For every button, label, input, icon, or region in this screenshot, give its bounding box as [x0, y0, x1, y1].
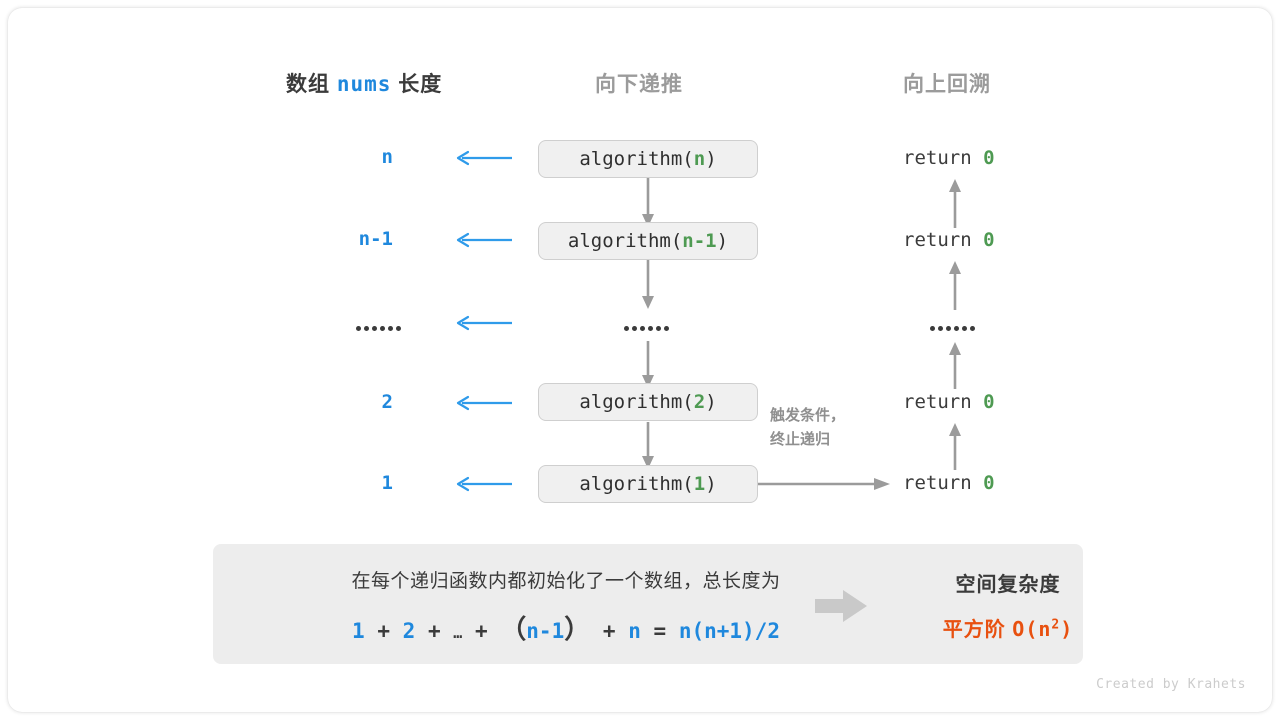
base-case-right-arrow [758, 478, 890, 490]
up-arrow-4-to-3 [949, 423, 961, 470]
return-label-row-0: return 0 [903, 147, 995, 169]
call-box-close-3: ) [705, 391, 717, 413]
return-keyword-3: return [903, 391, 972, 413]
formula-left-paren: （ [500, 614, 527, 644]
call-box-row-1[interactable]: algorithm(n-1) [538, 222, 758, 260]
credit-text: Created by Krahets [1096, 677, 1246, 692]
formula-ellipsis: … [453, 624, 463, 642]
return-keyword-4: return [903, 472, 972, 494]
return-value-4: 0 [983, 472, 995, 494]
call-box-arg-4: 1 [693, 473, 706, 495]
length-label-row-1: n-1 [358, 228, 393, 250]
termination-note-line1: 触发条件， [770, 407, 846, 424]
summary-arrow-icon [815, 590, 867, 622]
diagram-card: 数组 nums 长度 向下递推 向上回溯 n n-1 2 1 [8, 8, 1272, 712]
summary-description: 在每个递归函数内都初始化了一个数组，总长度为 [351, 571, 781, 592]
call-box-row-3[interactable]: algorithm(2) [538, 383, 758, 421]
formula-op-3: + [474, 619, 488, 643]
blue-left-arrow-row-1 [456, 232, 512, 248]
up-arrow-2-to-1 [949, 261, 961, 310]
termination-note-line2: 终止递归 [770, 431, 831, 448]
formula-equals: = [653, 619, 667, 643]
formula-term-1: 1 [352, 619, 365, 643]
call-box-name-4: algorithm( [579, 473, 694, 495]
call-box-arg-1: n-1 [682, 230, 717, 252]
complexity-big-o: O(n [1012, 617, 1052, 641]
call-box-arg-0: n [693, 148, 706, 170]
return-label-row-3: return 0 [903, 391, 995, 413]
up-arrow-3-to-2 [949, 342, 961, 389]
length-label-row-2-ellipsis [356, 326, 401, 331]
length-label-row-0: n [381, 146, 393, 168]
call-box-name-1: algorithm( [567, 230, 683, 252]
blue-left-arrow-row-3 [456, 395, 512, 411]
up-arrow-1-to-0 [949, 179, 961, 228]
call-box-close-0: ) [705, 148, 717, 170]
call-box-close-1: ) [716, 230, 729, 252]
column-header-backtrack-up: 向上回溯 [903, 73, 991, 96]
header-left-suffix: 长度 [398, 73, 443, 96]
summary-formula: 1 + 2 + … + （n-1） + n = n(n+1)/2 [241, 609, 891, 646]
length-label-row-4: 1 [381, 472, 393, 494]
call-box-arg-3: 2 [693, 391, 706, 413]
return-keyword-0: return [903, 147, 972, 169]
complexity-close-paren: ) [1060, 617, 1074, 641]
blue-left-arrow-row-4 [456, 476, 512, 492]
return-value-1: 0 [983, 229, 995, 251]
call-box-close-4: ) [705, 473, 717, 495]
call-box-name-0: algorithm( [579, 148, 694, 170]
summary-left: 在每个递归函数内都初始化了一个数组，总长度为 1 + 2 + … + （n-1）… [241, 566, 891, 646]
summary-right-value: 平方阶 O(n2) [893, 613, 1123, 642]
formula-op-2: + [427, 619, 441, 643]
complexity-exponent: 2 [1051, 617, 1061, 633]
column-header-recurse-down: 向下递推 [595, 73, 683, 96]
formula-term-2: 2 [402, 619, 416, 643]
down-arrow-2-to-3 [642, 341, 654, 388]
length-label-row-3: 2 [381, 391, 393, 413]
call-box-row-4[interactable]: algorithm(1) [538, 465, 758, 503]
return-label-row-2-ellipsis [930, 326, 975, 331]
formula-term-3: n-1 [526, 619, 565, 643]
return-label-row-1: return 0 [903, 229, 995, 251]
formula-term-4: n [628, 619, 641, 643]
return-value-0: 0 [983, 147, 995, 169]
formula-op-1: + [377, 619, 390, 643]
formula-result: n(n+1)/2 [678, 619, 780, 643]
down-arrow-1-to-2 [642, 260, 654, 309]
formula-op-4: + [602, 619, 616, 643]
header-left-prefix: 数组 [286, 73, 330, 96]
column-header-array-length: 数组 nums 长度 [286, 68, 442, 98]
down-arrow-3-to-4 [642, 422, 654, 469]
summary-right: 空间复杂度 平方阶 O(n2) [893, 568, 1123, 642]
down-arrow-0-to-1 [642, 178, 654, 227]
return-label-row-4: return 0 [903, 472, 995, 494]
blue-left-arrow-row-0 [456, 150, 512, 166]
call-box-row-2-ellipsis [624, 326, 669, 331]
formula-right-paren: ） [564, 614, 591, 644]
complexity-label: 平方阶 [942, 619, 1006, 641]
termination-note: 触发条件， 终止递归 [770, 404, 845, 452]
call-box-row-0[interactable]: algorithm(n) [538, 140, 758, 178]
blue-left-arrow-row-2 [456, 315, 512, 331]
return-keyword-1: return [903, 229, 972, 251]
return-value-3: 0 [983, 391, 995, 413]
summary-panel: 在每个递归函数内都初始化了一个数组，总长度为 1 + 2 + … + （n-1）… [213, 544, 1083, 664]
call-box-name-3: algorithm( [579, 391, 694, 413]
summary-right-title: 空间复杂度 [955, 574, 1061, 596]
header-left-code: nums [336, 72, 392, 96]
